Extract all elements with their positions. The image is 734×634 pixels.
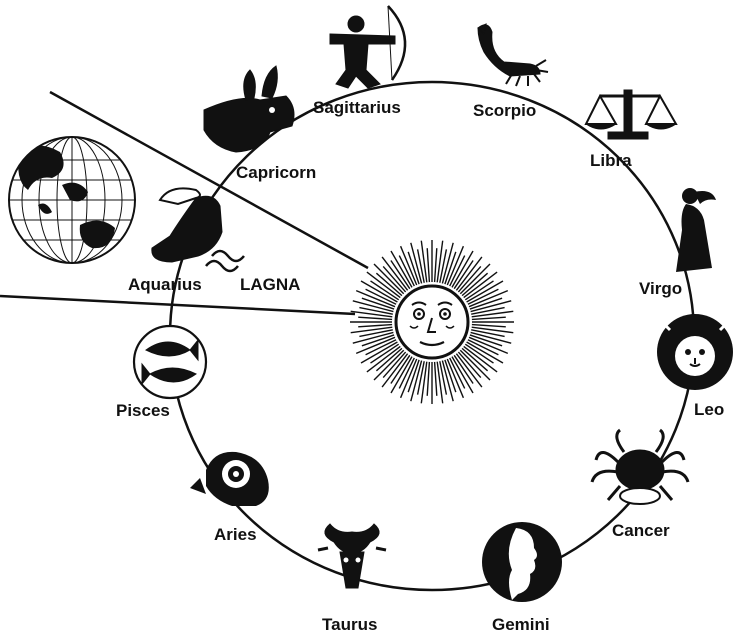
zodiac-label-leo: Leo [694, 400, 724, 419]
sun-ray [351, 311, 393, 317]
sun-ray [427, 362, 429, 396]
bull-icon [318, 524, 386, 588]
sun-ray [435, 248, 437, 282]
scorpion-icon [478, 24, 548, 86]
water-bearer-icon [152, 188, 244, 271]
sun-ray [472, 325, 506, 327]
zodiac-label-capricorn: Capricorn [236, 163, 316, 182]
sun-ray [421, 362, 427, 404]
sun-ray [421, 241, 427, 283]
sun-ray [427, 248, 429, 282]
sun-ray [437, 362, 443, 404]
lagna-label: LAGNA [240, 275, 300, 294]
maiden-icon [676, 188, 716, 272]
zodiac-label-pisces: Pisces [116, 401, 170, 420]
fish-icon [134, 326, 206, 398]
goat-icon [204, 66, 294, 152]
twins-profile-icon [482, 522, 562, 602]
crab-icon [592, 430, 688, 504]
sun-face-icon [350, 240, 514, 404]
lion-icon [657, 314, 733, 390]
zodiac-label-gemini: Gemini [492, 615, 550, 634]
lagna-line-lower [0, 296, 355, 314]
sun-ray [358, 317, 392, 319]
sun-ray [435, 362, 437, 396]
sun-ray [358, 325, 392, 327]
scales-icon [586, 90, 676, 139]
zodiac-label-sagittarius: Sagittarius [313, 98, 401, 117]
zodiac-label-aquarius: Aquarius [128, 275, 202, 294]
sun-ray [351, 327, 393, 333]
zodiac-label-taurus: Taurus [322, 615, 377, 634]
zodiac-label-scorpio: Scorpio [473, 101, 536, 120]
sun-ray [437, 241, 443, 283]
sun-ray [472, 317, 506, 319]
zodiac-label-aries: Aries [214, 525, 257, 544]
zodiac-label-cancer: Cancer [612, 521, 670, 540]
sun-ray [472, 327, 514, 333]
globe-icon [9, 137, 135, 263]
archer-icon [330, 6, 405, 88]
sun-ray [472, 311, 514, 317]
zodiac-label-virgo: Virgo [639, 279, 682, 298]
zodiac-label-libra: Libra [590, 151, 632, 170]
